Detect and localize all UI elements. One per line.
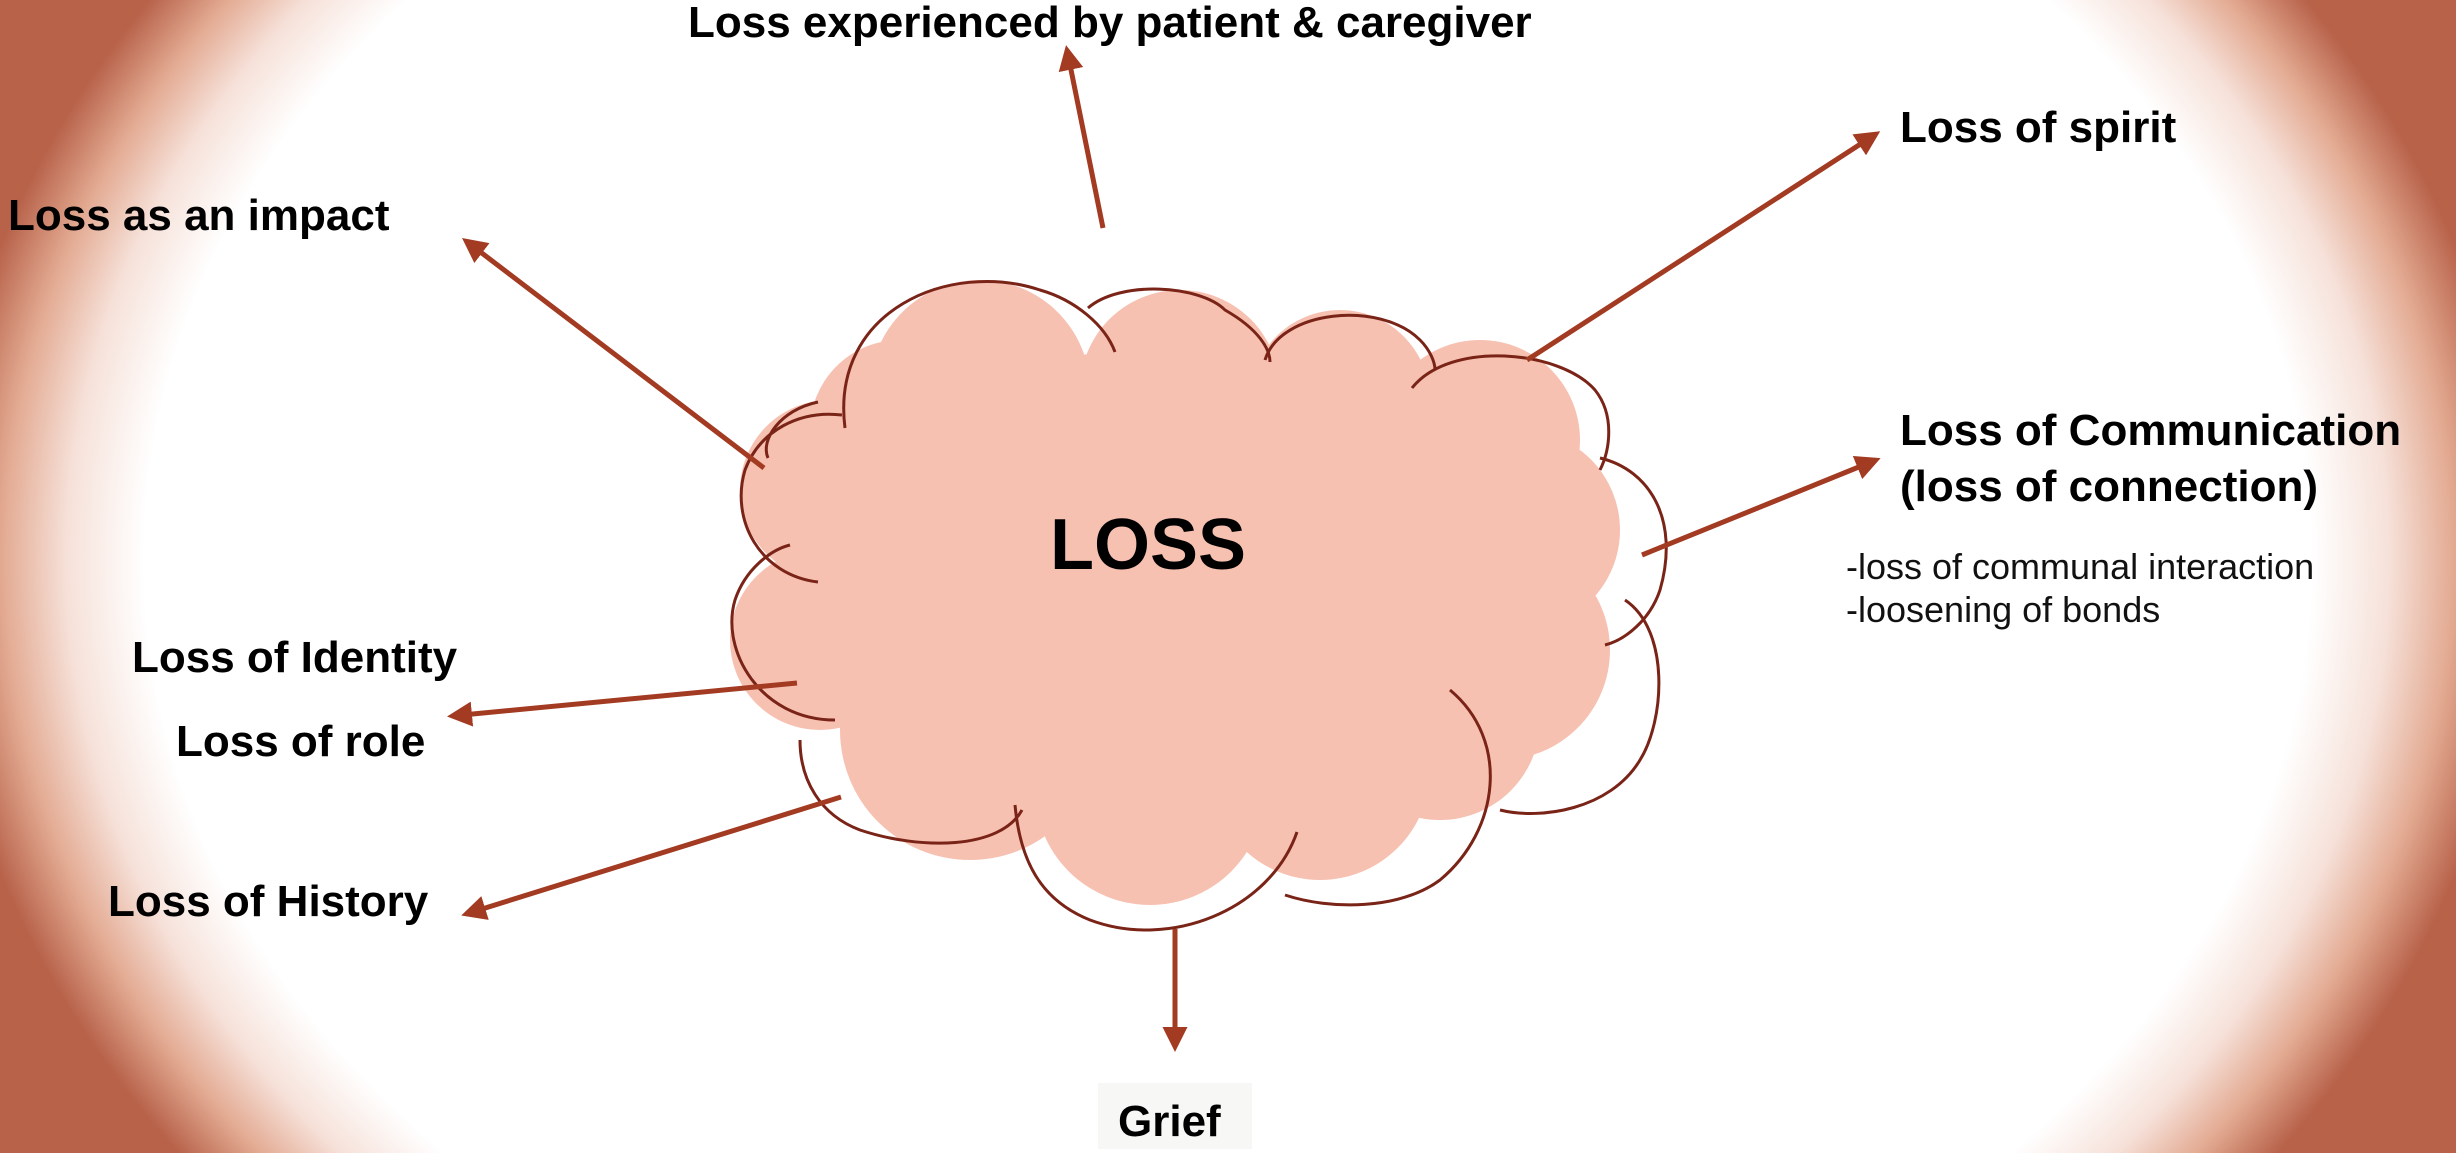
label-role: Loss of role (176, 714, 425, 770)
label-identity: Loss of Identity (132, 630, 457, 686)
communication-detail-1: -loss of communal interaction (1846, 545, 2314, 588)
arrow-experienced (1067, 50, 1103, 228)
arrow-identity-role (452, 683, 797, 716)
label-impact: Loss as an impact (8, 188, 389, 244)
arrow-impact (466, 241, 764, 468)
communication-detail-2: -loosening of bonds (1846, 588, 2160, 631)
label-spirit: Loss of spirit (1900, 100, 2176, 156)
label-grief: Grief (1118, 1094, 1221, 1150)
arrow-history (466, 797, 841, 914)
arrow-spirit (1527, 134, 1876, 360)
arrow-communication (1642, 460, 1876, 555)
label-experienced: Loss experienced by patient & caregiver (688, 0, 1532, 51)
label-history: Loss of History (108, 874, 428, 930)
center-label: LOSS (1050, 500, 1246, 590)
label-communication-sub: (loss of connection) (1900, 459, 2318, 515)
label-communication: Loss of Communication (1900, 403, 2401, 459)
